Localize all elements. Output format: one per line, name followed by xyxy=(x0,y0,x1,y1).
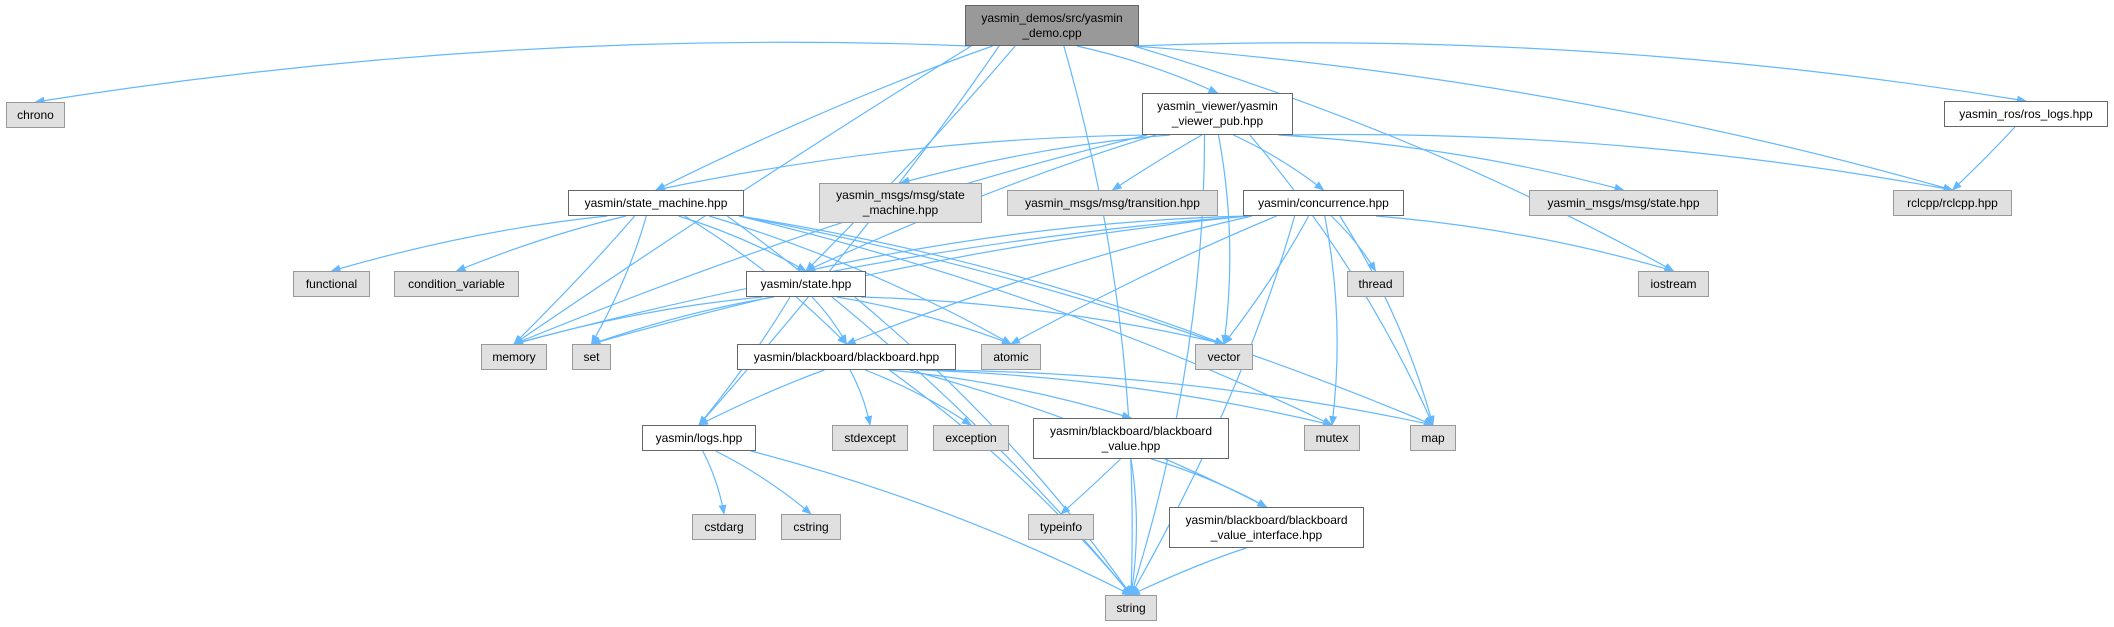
node-state[interactable]: yasmin/state.hpp xyxy=(746,271,866,297)
edge-concurrence-to-iostream xyxy=(1375,215,1675,273)
edge-state-machine-to-condition-variable xyxy=(455,215,627,272)
edge-bb-value-to-bb-value-interface xyxy=(1151,458,1268,508)
edge-bb-value-to-string xyxy=(1128,458,1138,596)
edge-ros-logs-to-rclcpp xyxy=(1951,126,2016,191)
edge-bb-value-interface-to-string xyxy=(1130,547,1247,596)
edge-demo-to-viewer xyxy=(1076,45,1219,94)
edge-demo-to-state xyxy=(805,45,1016,272)
edge-demo-to-ros-logs xyxy=(1133,42,2027,104)
node-state-machine[interactable]: yasmin/state_machine.hpp xyxy=(568,190,744,216)
edge-state-machine-to-functional xyxy=(330,215,608,273)
node-string[interactable]: string xyxy=(1105,595,1157,621)
edge-state-machine-to-memory xyxy=(513,215,636,345)
edge-demo-to-chrono xyxy=(34,41,971,105)
node-functional[interactable]: functional xyxy=(293,271,370,297)
node-ros-logs[interactable]: yasmin_ros/ros_logs.hpp xyxy=(1944,101,2108,127)
edge-viewer-to-state-machine xyxy=(655,134,1148,193)
edge-state-machine-to-mutex xyxy=(738,215,1333,426)
node-logs[interactable]: yasmin/logs.hpp xyxy=(642,425,756,451)
edge-state-machine-to-vector xyxy=(738,215,1225,345)
node-bb-value[interactable]: yasmin/blackboard/blackboard _value.hpp xyxy=(1033,418,1229,459)
edge-demo-to-string xyxy=(1063,45,1136,596)
node-atomic[interactable]: atomic xyxy=(981,344,1041,370)
edge-logs-to-string xyxy=(750,450,1132,596)
node-state-msg[interactable]: yasmin_msgs/msg/state.hpp xyxy=(1529,190,1718,216)
edge-state-machine-to-map xyxy=(738,215,1434,426)
edge-blackboard-to-logs xyxy=(698,369,825,426)
edge-demo-to-memory xyxy=(513,45,972,345)
edge-concurrence-to-thread xyxy=(1330,215,1377,272)
edge-viewer-to-vector xyxy=(1217,134,1231,345)
node-thread[interactable]: thread xyxy=(1347,271,1404,297)
node-stdexcept[interactable]: stdexcept xyxy=(832,425,908,451)
edge-concurrence-to-set xyxy=(590,215,1249,346)
edge-state-to-vector xyxy=(860,296,1225,346)
node-demo[interactable]: yasmin_demos/src/yasmin _demo.cpp xyxy=(965,5,1139,46)
edge-blackboard-to-exception xyxy=(864,369,972,426)
node-typeinfo[interactable]: typeinfo xyxy=(1028,514,1094,540)
node-map[interactable]: map xyxy=(1410,425,1456,451)
node-blackboard[interactable]: yasmin/blackboard/blackboard.hpp xyxy=(737,344,956,370)
edge-state-machine-to-set xyxy=(590,215,647,345)
edge-blackboard-to-map xyxy=(934,369,1434,428)
edge-viewer-to-state xyxy=(805,134,1156,272)
edge-concurrence-to-memory xyxy=(513,215,1249,346)
edge-concurrence-to-mutex xyxy=(1324,215,1338,426)
node-concurrence[interactable]: yasmin/concurrence.hpp xyxy=(1243,190,1404,216)
edge-viewer-to-state-msg xyxy=(1278,134,1625,192)
edge-concurrence-to-string xyxy=(1130,215,1296,596)
node-vector[interactable]: vector xyxy=(1195,344,1253,370)
edge-concurrence-to-atomic xyxy=(1010,215,1277,345)
node-set[interactable]: set xyxy=(572,344,611,370)
edge-viewer-to-concurrence xyxy=(1233,134,1325,191)
edge-demo-to-state-machine xyxy=(655,45,993,191)
edge-concurrence-to-state xyxy=(805,215,1249,273)
edge-logs-to-cstring xyxy=(715,450,812,515)
edge-state-to-memory xyxy=(513,296,763,346)
node-cstring[interactable]: cstring xyxy=(781,514,841,540)
node-chrono[interactable]: chrono xyxy=(6,102,65,128)
node-exception[interactable]: exception xyxy=(933,425,1009,451)
edge-logs-to-cstdarg xyxy=(702,450,727,515)
edge-demo-to-rclcpp xyxy=(1133,45,1954,192)
node-mutex[interactable]: mutex xyxy=(1304,425,1360,451)
node-condition-variable[interactable]: condition_variable xyxy=(394,271,519,297)
edge-state-to-set xyxy=(590,296,774,345)
node-rclcpp[interactable]: rclcpp/rclcpp.hpp xyxy=(1893,190,2012,216)
edge-bb-value-to-typeinfo xyxy=(1060,458,1121,515)
edge-viewer-to-map xyxy=(1249,134,1434,426)
edge-viewer-to-transition xyxy=(1111,134,1203,191)
edge-viewer-to-memory xyxy=(513,134,1148,345)
node-memory[interactable]: memory xyxy=(481,344,547,370)
edge-demo-to-iostream xyxy=(1133,45,1675,272)
edge-state-to-atomic xyxy=(836,296,1012,345)
edge-viewer-to-rclcpp xyxy=(1287,133,1954,193)
node-bb-value-interface[interactable]: yasmin/blackboard/blackboard _value_inte… xyxy=(1169,507,1364,548)
node-viewer[interactable]: yasmin_viewer/yasmin _viewer_pub.hpp xyxy=(1142,93,1293,135)
node-iostream[interactable]: iostream xyxy=(1638,271,1709,297)
edge-blackboard-to-stdexcept xyxy=(849,369,873,426)
node-sm-msg[interactable]: yasmin_msgs/msg/state _machine.hpp xyxy=(819,183,982,223)
edge-blackboard-to-string xyxy=(888,369,1132,596)
node-transition[interactable]: yasmin_msgs/msg/transition.hpp xyxy=(1007,190,1218,216)
edge-state-to-blackboard xyxy=(811,296,848,345)
edge-blackboard-to-mutex xyxy=(919,369,1333,427)
edge-concurrence-to-vector xyxy=(1223,215,1310,345)
node-cstdarg[interactable]: cstdarg xyxy=(692,514,756,540)
edge-concurrence-to-blackboard xyxy=(845,215,1253,345)
